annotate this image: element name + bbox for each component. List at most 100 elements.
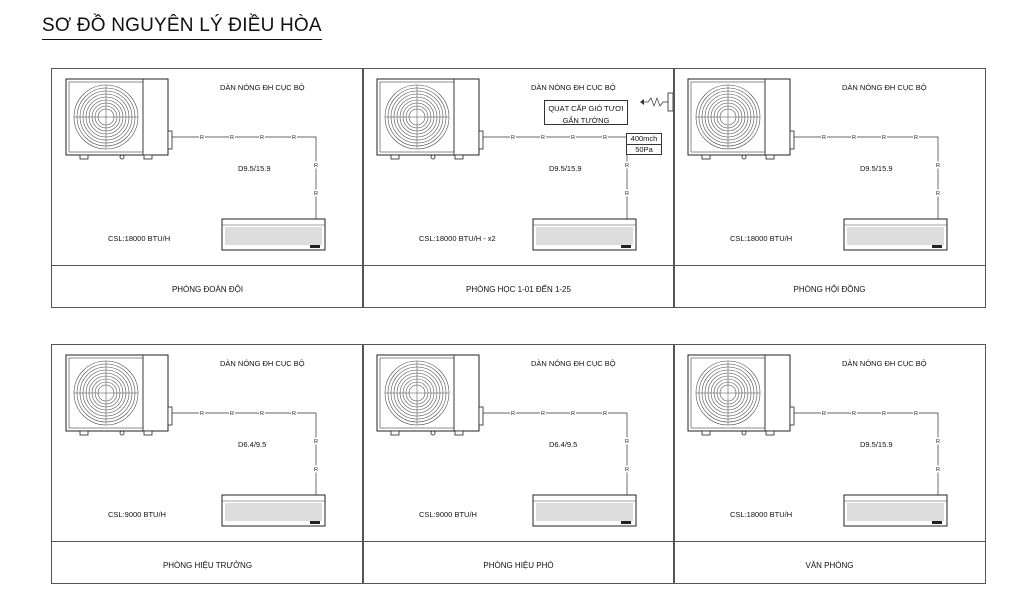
panel-divider [674,265,985,266]
capacity-label: CSL:18000 BTU/H [730,234,793,243]
panel-divider [52,541,363,542]
pipe-marker: R [625,467,629,473]
diagram-drawing: R R R R R R [376,78,674,251]
refrigerant-pipe: R R R R R R [172,409,319,495]
diagram-drawing: R R R R R R [376,354,637,527]
pipe-marker: R [822,135,826,141]
pipe-marker: R [936,191,940,197]
outdoor-unit-icon [376,354,484,436]
pipe-marker: R [603,135,607,141]
pipe-marker: R [260,135,264,141]
pipe-marker: R [936,439,940,445]
outdoor-unit-label: DÀN NÓNG ĐH CỤC BỘ [842,83,927,92]
pipe-marker: R [314,163,318,169]
outdoor-unit-icon [65,78,173,160]
room-name: PHÒNG HIỆU PHÓ [483,561,554,570]
pipe-marker: R [314,467,318,473]
outdoor-unit-icon [376,78,484,160]
diagram-drawing: R R R R R R [687,354,948,527]
pipe-marker: R [292,411,296,417]
indoor-unit-icon [532,218,637,251]
pipe-marker: R [822,411,826,417]
fan-label-line-2: GẮN TƯỜNG [562,116,610,125]
pipe-marker: R [260,411,264,417]
room-name: PHÒNG HIỆU TRƯỞNG [162,561,253,570]
pipe-marker: R [852,411,856,417]
pipe-marker: R [603,411,607,417]
pipe-marker: R [625,191,629,197]
panel-divider [52,265,363,266]
pipe-marker: R [936,467,940,473]
pipe-marker: R [511,411,515,417]
capacity-label: CSL:9000 BTU/H [419,510,477,519]
pipe-marker: R [882,411,886,417]
outdoor-unit-label: DÀN NÓNG ĐH CỤC BỘ [842,359,927,368]
pipe-size-label: D9.5/15.9 [860,440,893,449]
outdoor-unit-label: DÀN NÓNG ĐH CỤC BỘ [220,83,305,92]
pipe-marker: R [936,163,940,169]
indoor-unit-icon [843,218,948,251]
indoor-unit-icon [843,494,948,527]
indoor-unit-icon [221,218,326,251]
pipe-marker: R [200,135,204,141]
capacity-label: CSL:9000 BTU/H [108,510,166,519]
capacity-label: CSL:18000 BTU/H [730,510,793,519]
pipe-marker: R [314,191,318,197]
pipe-marker: R [292,135,296,141]
pipe-marker: R [314,439,318,445]
pipe-marker: R [571,135,575,141]
pipe-marker: R [625,163,629,169]
panel-divider [363,541,674,542]
capacity-label: CSL:18000 BTU/H - x2 [419,234,496,243]
room-name: PHÒNG HỘI ĐỒNG [793,285,866,294]
room-name: VĂN PHÒNG [805,561,854,570]
outdoor-unit-label: DÀN NÓNG ĐH CỤC BỘ [220,359,305,368]
pipe-marker: R [230,411,234,417]
outdoor-unit-icon [687,78,795,160]
pipe-marker: R [914,411,918,417]
pipe-size-label: D9.5/15.9 [549,164,582,173]
room-name: PHÒNG ĐOÀN ĐỘI [171,285,244,294]
diagram-drawing: R R R R R R [65,78,326,251]
pipe-size-label: D9.5/15.9 [860,164,893,173]
pipe-marker: R [571,411,575,417]
outdoor-unit-label: DÀN NÓNG ĐH CỤC BỘ [531,359,616,368]
pressure-value: 50Pa [635,145,653,154]
pipe-marker: R [625,439,629,445]
room-name: PHÒNG HỌC 1-01 ĐẾN 1-25 [466,285,571,294]
diagram-drawing: R R R R R R [65,354,326,527]
pipe-marker: R [914,135,918,141]
outdoor-unit-icon [687,354,795,436]
airflow-value: 400mch [627,134,661,145]
capacity-label: CSL:18000 BTU/H [108,234,171,243]
refrigerant-pipe: R R R R R R [794,133,941,219]
refrigerant-pipe: R R R R R R [483,409,630,495]
pipe-marker: R [541,135,545,141]
pipe-size-label: D6.4/9.5 [549,440,578,449]
refrigerant-pipe: R R R R R R [794,409,941,495]
panel-divider [363,265,674,266]
fresh-air-fan-label: QUẠT CẤP GIÓ TƯƠI GẮN TƯỜNG [544,100,628,125]
pipe-marker: R [541,411,545,417]
pipe-marker: R [882,135,886,141]
pipe-marker: R [230,135,234,141]
wall-fan-icon [640,92,674,112]
outdoor-unit-icon [65,354,173,436]
pipe-marker: R [511,135,515,141]
pipe-size-label: D9.5/15.9 [238,164,271,173]
indoor-unit-icon [532,494,637,527]
fan-label-line-1: QUẠT CẤP GIÓ TƯƠI [548,104,624,113]
indoor-unit-icon [221,494,326,527]
pipe-marker: R [852,135,856,141]
page-title: SƠ ĐỒ NGUYÊN LÝ ĐIỀU HÒA [42,15,322,40]
pipe-marker: R [200,411,204,417]
outdoor-unit-label: DÀN NÓNG ĐH CỤC BỘ [531,83,616,92]
refrigerant-pipe: R R R R R R [172,133,319,219]
